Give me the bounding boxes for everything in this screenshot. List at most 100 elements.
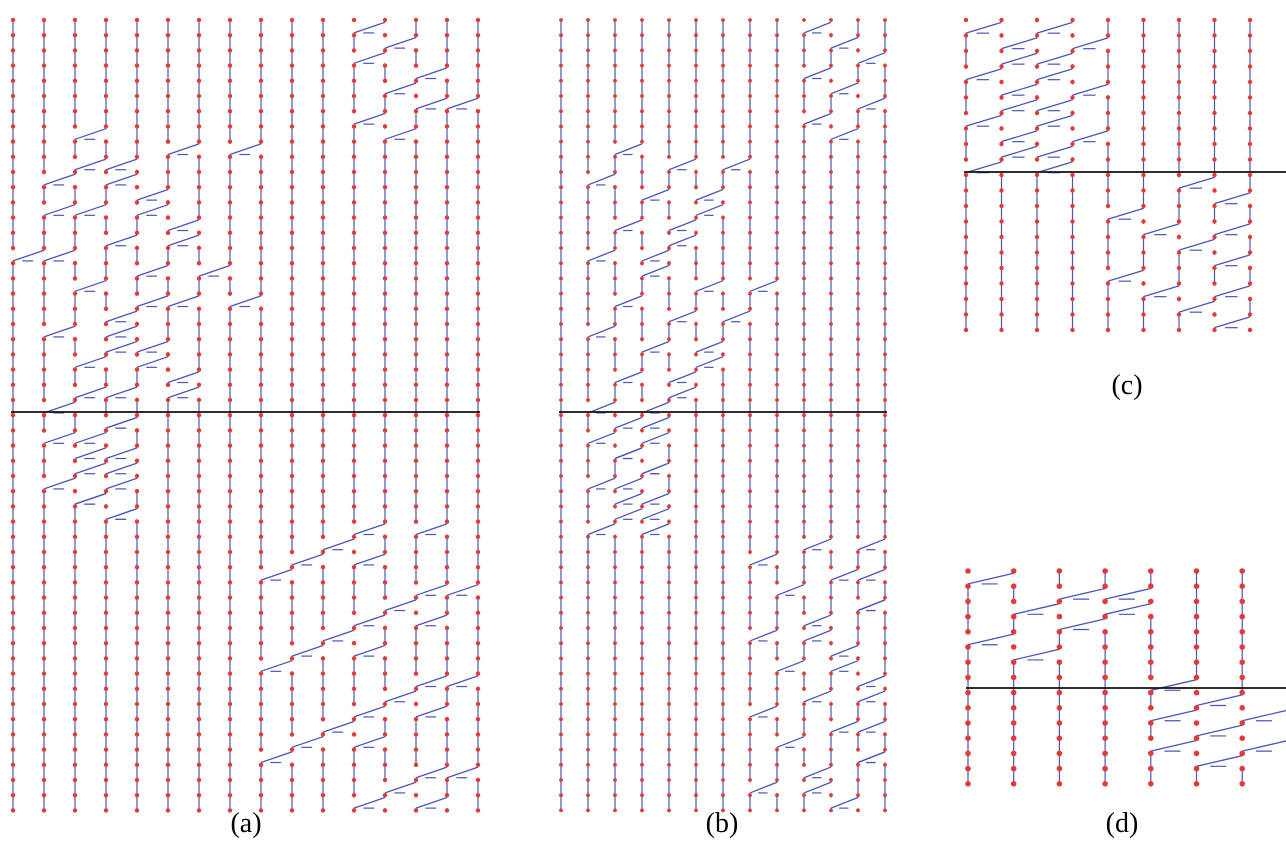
node	[559, 382, 563, 387]
node	[721, 504, 725, 509]
node	[965, 613, 971, 620]
node	[103, 732, 109, 737]
node	[134, 169, 140, 175]
node	[1105, 172, 1111, 178]
node	[1010, 720, 1017, 726]
crossing-strand	[803, 614, 832, 627]
node	[965, 629, 971, 635]
node	[351, 519, 357, 524]
node	[963, 126, 969, 131]
crossing-strand	[830, 660, 859, 672]
node	[258, 580, 264, 585]
node	[444, 519, 450, 524]
node	[1193, 659, 1200, 665]
node	[134, 671, 140, 676]
node	[103, 17, 109, 23]
node	[640, 519, 644, 524]
node	[1034, 188, 1040, 193]
node	[1010, 781, 1017, 787]
node	[258, 549, 264, 555]
node	[721, 230, 725, 235]
node	[963, 312, 969, 317]
node	[586, 595, 590, 600]
node	[1176, 157, 1182, 162]
node	[694, 702, 698, 706]
node	[775, 322, 779, 326]
crossing-strand	[74, 462, 107, 475]
node	[227, 352, 233, 357]
node	[559, 170, 563, 174]
node	[413, 580, 419, 585]
node	[559, 671, 563, 676]
node	[382, 352, 388, 357]
node	[444, 169, 450, 175]
crossing-strand	[260, 568, 293, 581]
node	[586, 230, 590, 235]
crossing-strand	[1143, 285, 1180, 298]
node	[351, 63, 357, 68]
node	[667, 443, 671, 448]
crossing-strand	[830, 644, 859, 657]
node	[165, 808, 171, 813]
node	[382, 154, 388, 159]
node	[413, 124, 419, 129]
node	[165, 367, 171, 372]
node	[72, 63, 78, 68]
node	[748, 702, 752, 706]
node	[1056, 750, 1063, 757]
node	[694, 413, 698, 418]
node	[475, 367, 481, 372]
node	[134, 458, 140, 463]
node	[227, 656, 233, 661]
node	[1010, 583, 1017, 589]
node	[196, 580, 202, 585]
node	[775, 367, 779, 372]
node	[1056, 629, 1063, 635]
node	[748, 793, 752, 798]
node	[413, 549, 419, 555]
node	[227, 215, 233, 220]
node	[802, 230, 806, 235]
crossing-strand	[105, 416, 138, 429]
node	[748, 78, 752, 83]
crossing-strand	[1178, 300, 1215, 313]
crossing-strand	[384, 781, 417, 794]
node	[802, 367, 806, 372]
node	[320, 641, 326, 646]
node	[413, 17, 419, 23]
node	[829, 610, 833, 615]
node	[413, 200, 419, 205]
node	[475, 732, 481, 737]
node	[10, 48, 16, 53]
node	[559, 778, 563, 782]
node	[382, 306, 388, 311]
node	[475, 397, 481, 403]
node	[802, 48, 806, 53]
crossing-strand	[1072, 130, 1109, 143]
node	[829, 18, 833, 22]
node	[640, 489, 644, 494]
node	[444, 124, 450, 129]
node	[165, 595, 171, 600]
node	[227, 78, 233, 84]
node	[694, 322, 698, 326]
node	[802, 215, 806, 220]
node	[10, 580, 16, 585]
node	[320, 473, 326, 479]
node	[667, 474, 671, 478]
node	[134, 732, 140, 737]
crossing-strand	[229, 295, 262, 308]
node	[382, 337, 388, 342]
crossing-strand	[965, 21, 1002, 34]
node	[413, 352, 419, 357]
node	[134, 215, 140, 220]
node	[559, 276, 563, 281]
node	[1034, 312, 1040, 317]
node	[165, 413, 171, 418]
node	[694, 717, 698, 722]
node	[134, 306, 140, 311]
node	[775, 352, 779, 357]
crossing-strand	[74, 280, 107, 292]
node	[1070, 126, 1075, 131]
node	[227, 276, 233, 281]
